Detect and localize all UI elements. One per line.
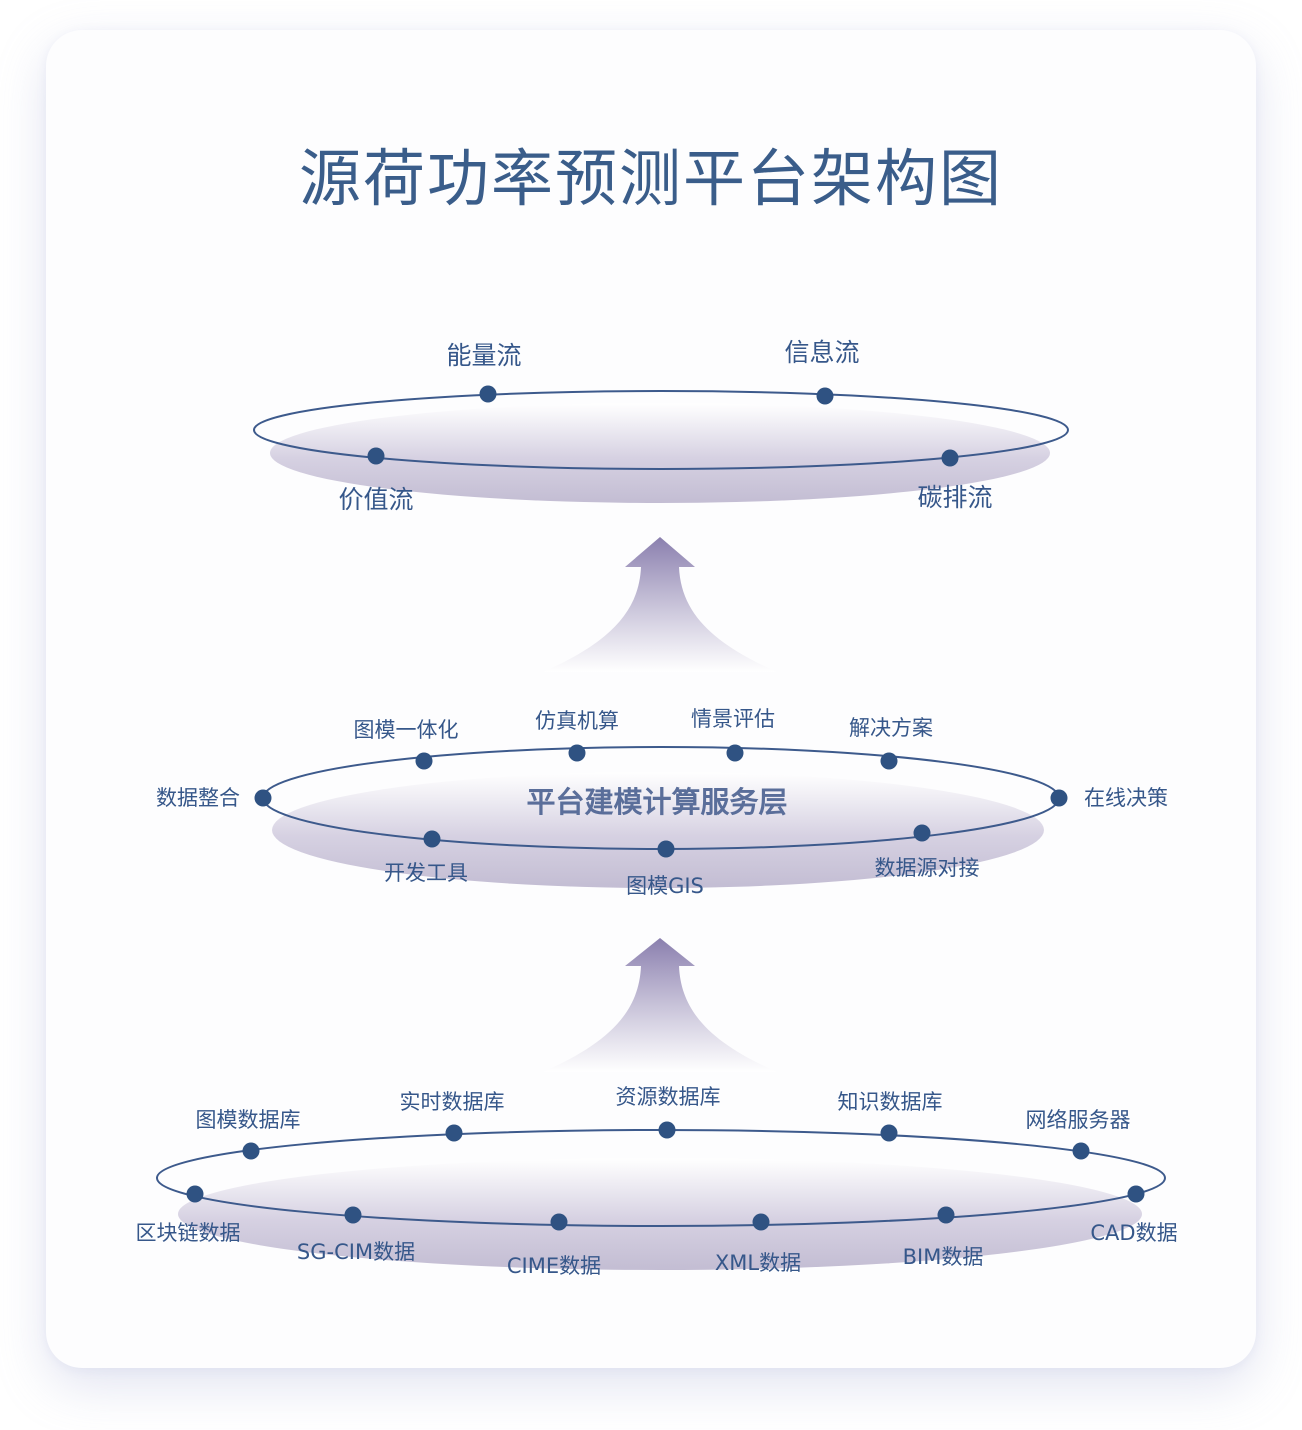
node-dot: [367, 447, 385, 465]
node-label: 图模数据库: [196, 1108, 301, 1132]
node-dot: [254, 789, 272, 807]
node-dot: [479, 385, 497, 403]
bottom-layer-disc: [178, 1158, 1142, 1270]
node-dot: [550, 1213, 568, 1231]
node-label: CAD数据: [1090, 1221, 1177, 1245]
node-dot: [186, 1185, 204, 1203]
node-dot: [913, 824, 931, 842]
node-dot: [1050, 789, 1068, 807]
node-dot: [880, 752, 898, 770]
node-label: 仿真机算: [535, 709, 619, 733]
node-label: 实时数据库: [400, 1090, 505, 1114]
node-label: SG-CIM数据: [297, 1240, 415, 1264]
node-dot: [657, 840, 675, 858]
node-label: 数据整合: [156, 786, 240, 810]
top-layer: 能量流 信息流 价值流 碳排流: [253, 338, 1069, 514]
node-label: 碳排流: [917, 483, 992, 512]
node-label: 资源数据库: [616, 1085, 721, 1109]
node-label: 价值流: [338, 485, 413, 514]
node-label: 数据源对接: [875, 856, 980, 880]
top-layer-ring: [253, 390, 1069, 470]
node-label: 区块链数据: [136, 1221, 241, 1245]
node-dot: [658, 1121, 676, 1139]
node-label: 情景评估: [691, 707, 775, 731]
node-dot: [445, 1124, 463, 1142]
middle-layer: 平台建模计算服务层 图模一体化 仿真机算 情景评估 解决方案 数据整合 在线决策…: [156, 707, 1168, 898]
node-dot: [816, 387, 834, 405]
node-label: 图模一体化: [354, 718, 459, 742]
node-dot: [568, 744, 586, 762]
node-dot: [941, 449, 959, 467]
node-label: 解决方案: [849, 716, 933, 740]
node-label: 开发工具: [384, 861, 468, 885]
node-dot: [1127, 1185, 1145, 1203]
node-dot: [423, 830, 441, 848]
node-dot: [726, 744, 744, 762]
up-arrow: [543, 537, 777, 672]
bottom-layer: 图模数据库 实时数据库 资源数据库 知识数据库 网络服务器 区块链数据 SG-C…: [136, 1085, 1178, 1278]
page-title: 源荷功率预测平台架构图: [298, 142, 1003, 215]
node-label: XML数据: [715, 1251, 801, 1275]
node-label: CIME数据: [507, 1254, 601, 1278]
node-label: 知识数据库: [838, 1090, 943, 1114]
node-dot: [242, 1142, 260, 1160]
top-layer-disc: [270, 403, 1050, 503]
node-dot: [344, 1206, 362, 1224]
node-dot: [880, 1124, 898, 1142]
node-label: 网络服务器: [1026, 1108, 1131, 1132]
up-arrow: [543, 938, 777, 1072]
node-label: BIM数据: [903, 1245, 984, 1269]
node-label: 图模GIS: [626, 874, 704, 898]
layer-title: 平台建模计算服务层: [526, 785, 787, 819]
node-dot: [1072, 1142, 1090, 1160]
node-dot: [937, 1206, 955, 1224]
middle-layer-disc: [272, 772, 1044, 888]
node-dot: [752, 1213, 770, 1231]
node-label: 信息流: [784, 338, 859, 367]
node-label: 能量流: [446, 341, 521, 370]
node-dot: [415, 752, 433, 770]
node-label: 在线决策: [1084, 786, 1168, 810]
